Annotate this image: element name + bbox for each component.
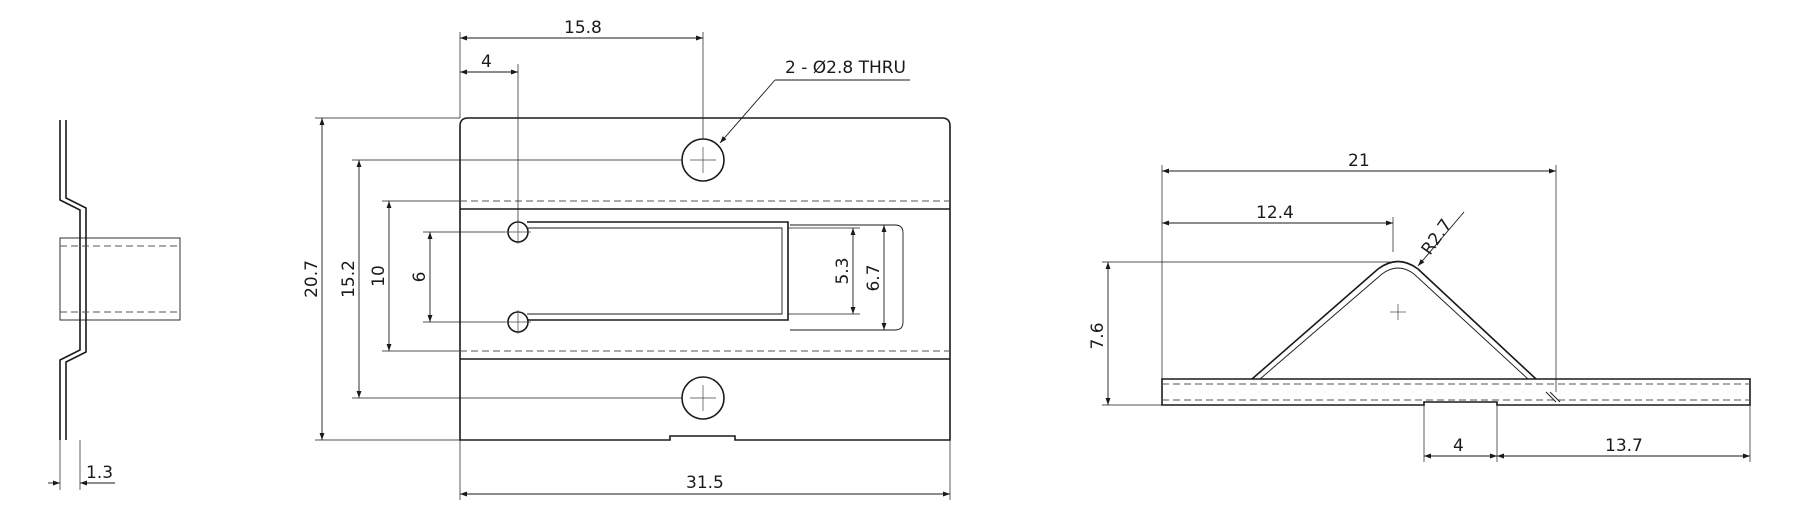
front-view: 15.8 4 2 - Ø2.8 THRU 20.7 15.2 10 6 5.3 … xyxy=(302,18,951,500)
dim-slot-offset: 4 xyxy=(481,52,492,72)
dim-peak-offset: 12.4 xyxy=(1256,203,1294,223)
dim-hole-spacing: 15.2 xyxy=(339,260,359,298)
dim-gap: 4 xyxy=(1453,436,1464,456)
slot-outline xyxy=(505,220,904,334)
dim-width-total: 31.5 xyxy=(686,473,724,493)
dim-height: 7.6 xyxy=(1088,322,1108,349)
dim-tail: 13.7 xyxy=(1605,436,1643,456)
side-view-tab xyxy=(59,237,181,321)
dim-band-height: 10 xyxy=(369,265,389,287)
hole-callout: 2 - Ø2.8 THRU xyxy=(785,58,906,78)
dim-height-total: 20.7 xyxy=(302,260,322,298)
dim-thickness: 1.3 xyxy=(86,463,113,483)
profile-view: 21 12.4 R2.7 7.6 4 13.7 xyxy=(1088,151,1751,462)
radius-leader xyxy=(1417,211,1465,267)
spring-peak-inner xyxy=(1259,267,1529,380)
side-view-profile xyxy=(59,120,87,440)
dim-length: 21 xyxy=(1348,151,1370,171)
dim-width-top: 15.8 xyxy=(564,18,602,38)
front-plate-outline xyxy=(459,117,951,441)
base-strip-outline xyxy=(1161,378,1751,406)
dim-slot-inner: 5.3 xyxy=(833,257,853,284)
dim-slot-outer: 6.7 xyxy=(864,264,884,291)
dim-slot-spacing: 6 xyxy=(410,272,430,283)
hole-callout-leader xyxy=(719,79,776,144)
slot-relief-outline xyxy=(790,224,904,331)
spring-peak-outer xyxy=(1251,260,1537,380)
dim-radius: R2.7 xyxy=(1418,216,1457,259)
side-view: 1.3 xyxy=(48,120,181,490)
